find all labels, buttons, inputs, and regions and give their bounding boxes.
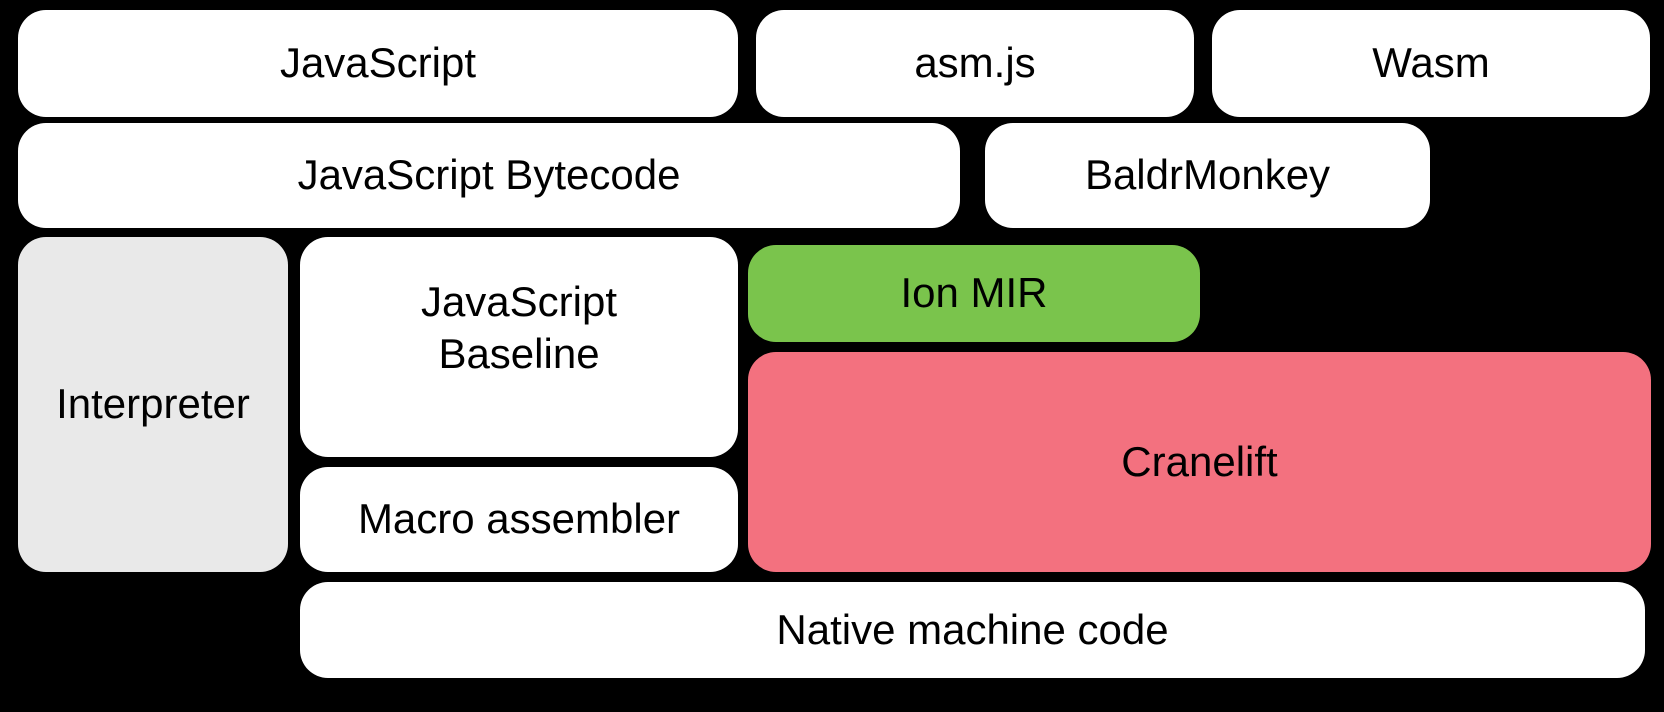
box-asmjs-label: asm.js xyxy=(914,39,1036,87)
box-ion-mir-label: Ion MIR xyxy=(900,269,1048,317)
box-javascript-bytecode: JavaScript Bytecode xyxy=(18,123,960,228)
box-ion-mir: Ion MIR xyxy=(748,245,1200,342)
box-cranelift-label: Cranelift xyxy=(1121,437,1278,485)
box-javascript-label: JavaScript xyxy=(279,39,477,87)
box-interpreter-label: Interpreter xyxy=(56,380,250,428)
box-native-machine-code-label: Native machine code xyxy=(776,605,1169,653)
box-macro-assembler: Macro assembler xyxy=(300,467,738,572)
box-javascript-baseline: JavaScript Baseline xyxy=(300,237,738,457)
box-cranelift: Cranelift xyxy=(748,352,1651,572)
box-javascript-bytecode-label: JavaScript Bytecode xyxy=(297,151,681,199)
box-native-machine-code: Native machine code xyxy=(300,582,1645,678)
box-wasm: Wasm xyxy=(1212,10,1650,117)
box-wasm-label: Wasm xyxy=(1372,39,1490,87)
box-javascript-baseline-label-line1: JavaScript xyxy=(420,277,618,325)
box-macro-assembler-label: Macro assembler xyxy=(357,495,681,543)
box-asmjs: asm.js xyxy=(756,10,1194,117)
box-javascript: JavaScript xyxy=(18,10,738,117)
box-baldrmonkey: BaldrMonkey xyxy=(985,123,1430,228)
box-javascript-baseline-label-line2: Baseline xyxy=(438,330,600,377)
box-interpreter: Interpreter xyxy=(18,237,288,572)
box-baldrmonkey-label: BaldrMonkey xyxy=(1084,151,1331,199)
